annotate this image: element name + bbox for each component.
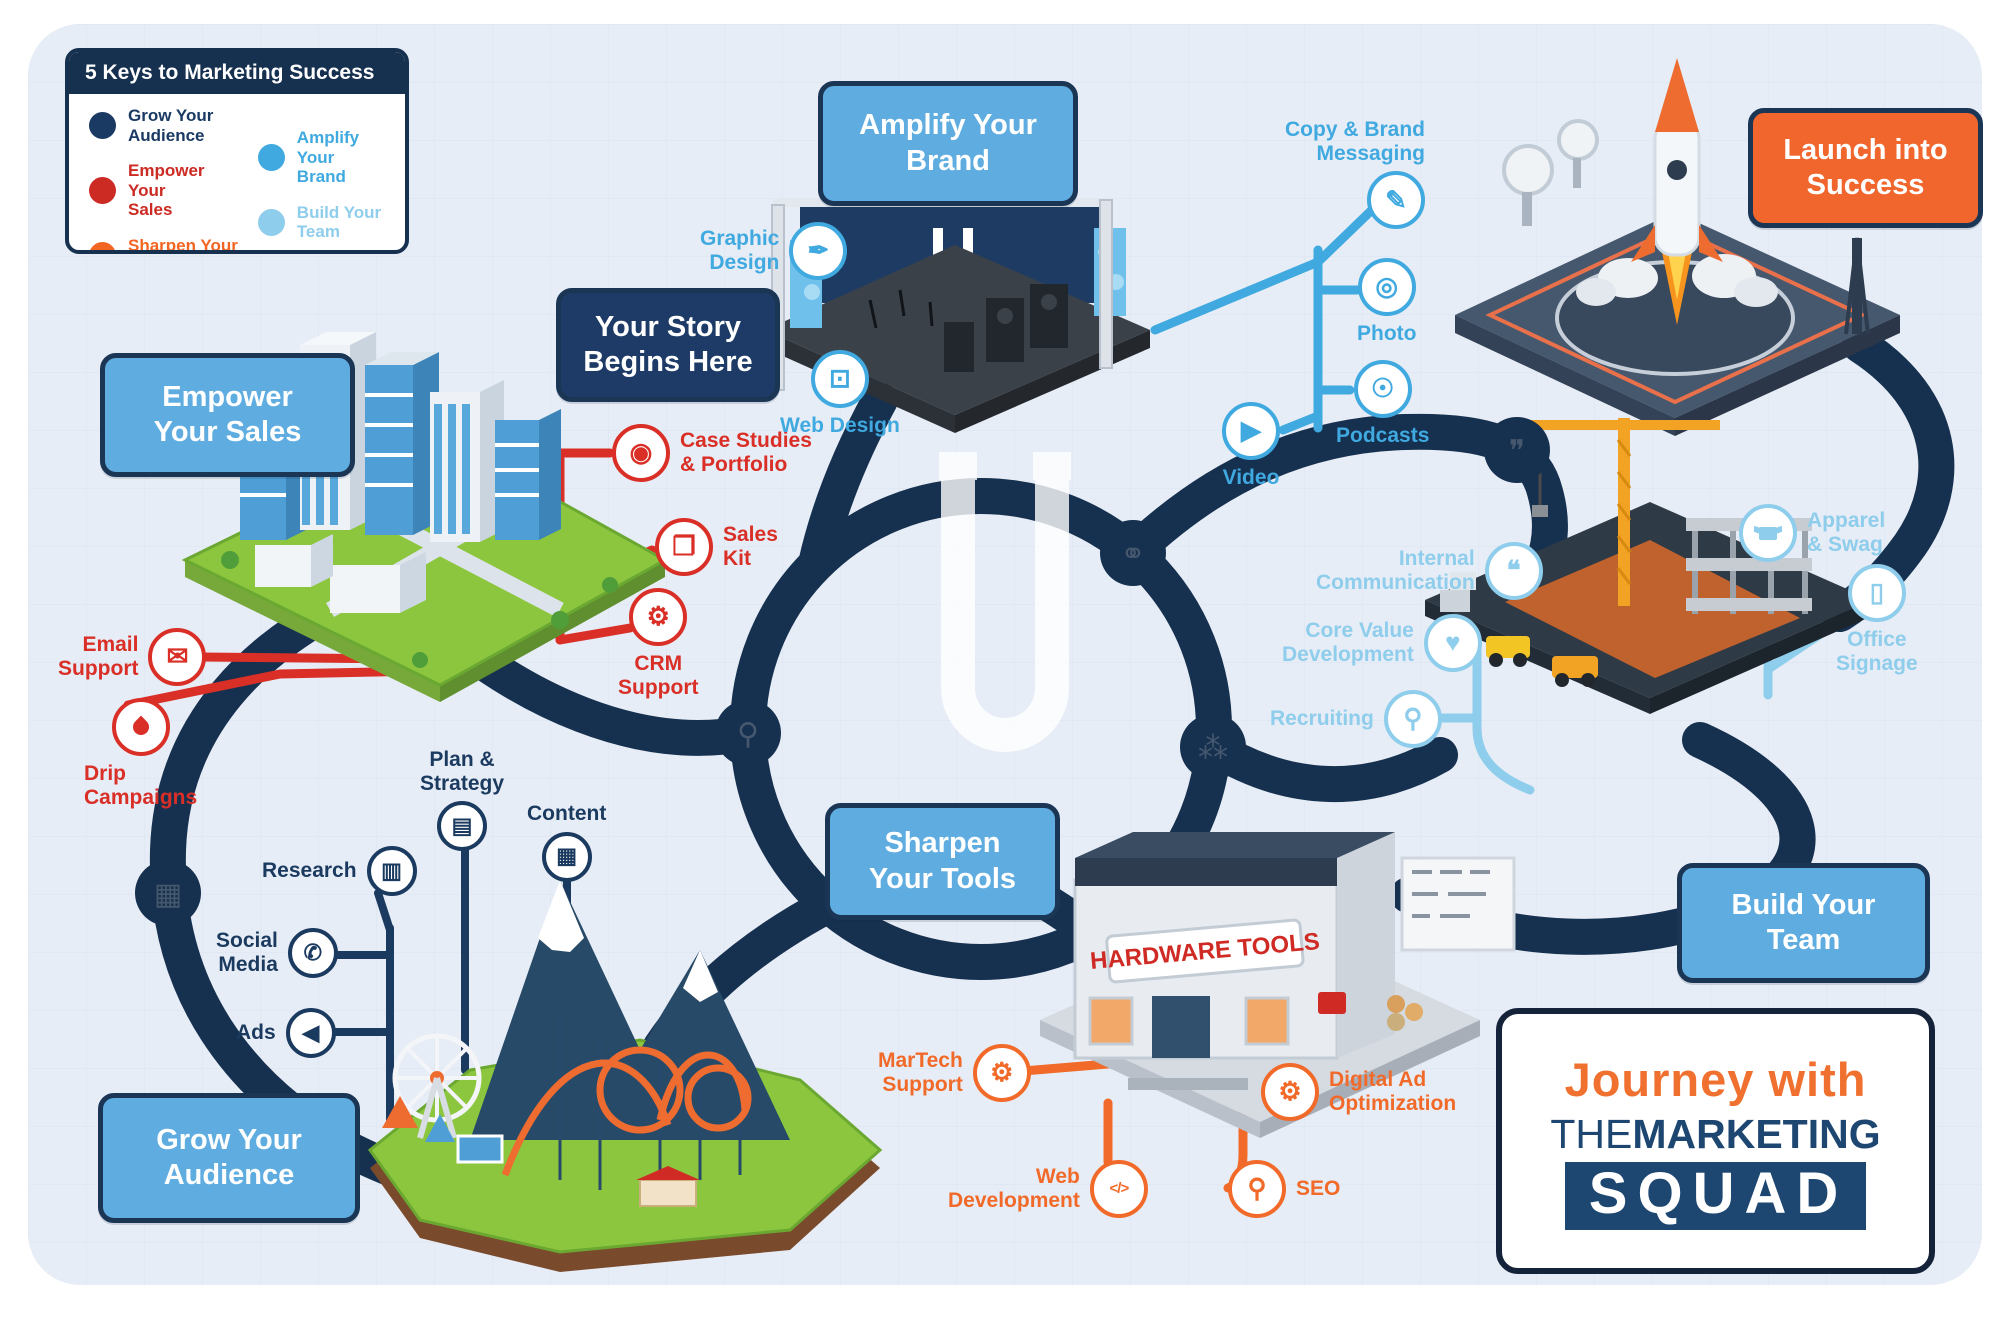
handshake-icon: ⚭: [1120, 538, 1145, 571]
logo-squad: SQUAD: [1564, 1161, 1867, 1231]
sharpen-your-tools-box: Sharpen Your Tools: [825, 803, 1060, 920]
clipboard-icon: ▤: [437, 801, 488, 852]
label-martech-support: MarTech Support ⚙: [878, 1044, 1031, 1102]
share-icon: ⁂: [1198, 732, 1228, 765]
empower-sales-dot: [89, 176, 116, 204]
code-icon: </>: [1089, 1160, 1148, 1218]
search-icon: ⚲: [737, 718, 759, 751]
shield-heart-icon: ♥: [1423, 614, 1482, 672]
label-recruiting: Recruiting ⚲: [1270, 690, 1442, 748]
label-podcasts: ☉ Podcasts: [1336, 360, 1429, 448]
label-web-development: Web Development </>: [948, 1160, 1148, 1218]
label-seo: ⚲ SEO: [1228, 1160, 1340, 1218]
speech-people-icon: ❝: [1484, 542, 1543, 600]
label-apparel-swag: Apparel & Swag: [1739, 504, 1885, 562]
megaphone-icon: ◀: [285, 1008, 336, 1058]
chat-icon: ❞: [1509, 435, 1525, 468]
tshirt-icon: [1739, 504, 1797, 562]
legend-item-amplify-brand: Amplify Your Brand: [257, 128, 395, 187]
label-copy-brand-messaging: Copy & Brand Messaging ✎: [1285, 118, 1426, 230]
launch-into-success-box: Launch into Success: [1748, 108, 1983, 228]
store-scene: HARDWARE TOOLS: [1040, 832, 1516, 1138]
amplify-brand-dot: [257, 143, 285, 171]
label-content: Content ▦: [527, 802, 606, 882]
amplify-your-brand-box: Amplify Your Brand: [818, 81, 1078, 206]
label-drip-campaigns: Drip Campaigns: [84, 698, 197, 809]
launchpad-scene: [1455, 58, 1900, 436]
legend-item-grow-audience: Grow Your Audience: [89, 106, 240, 145]
city-scene: [181, 332, 669, 702]
logo-journey-with: Journey with: [1564, 1052, 1867, 1106]
label-photo: ◎ Photo: [1357, 258, 1416, 346]
your-story-begins-here-box: Your Story Begins Here: [556, 288, 780, 402]
label-graphic-design: Graphic Design ✒: [700, 222, 848, 280]
magnet-watermark: [939, 452, 1071, 752]
legend-panel: 5 Keys to Marketing Success Grow Your Au…: [65, 48, 409, 254]
camera-icon: ◎: [1357, 258, 1416, 316]
legend-item-build-team: Build Your Team: [257, 203, 395, 242]
empower-your-sales-box: Empower Your Sales: [100, 353, 355, 477]
content-grid-icon: ▦: [541, 831, 592, 882]
park-scene: [367, 880, 883, 1272]
sharpen-tools-dot: [89, 241, 116, 250]
label-email-support: Email Support ✉: [58, 628, 207, 686]
logo-the-marketing: THEMARKETING: [1550, 1110, 1881, 1157]
person-search-icon: ⚲: [1383, 690, 1442, 748]
podcast-icon: ☉: [1353, 360, 1412, 418]
monitor-icon: ⊡: [810, 350, 869, 408]
build-your-team-box: Build Your Team: [1677, 863, 1930, 983]
pen-tool-icon: ✒: [789, 222, 848, 280]
label-video: ▶ Video: [1222, 402, 1280, 490]
marketing-squad-logo: Journey with THEMARKETING SQUAD: [1496, 1008, 1935, 1274]
grow-audience-dot: [89, 112, 116, 140]
label-sales-kit: ❐ Sales Kit: [655, 518, 778, 576]
calendar-icon: ▦: [154, 878, 182, 911]
label-web-design: ⊡ Web Design: [780, 350, 900, 438]
signage-icon: ▯: [1847, 564, 1906, 622]
label-plan-strategy: Plan & Strategy ▤: [420, 748, 504, 852]
gear-icon: ⚙: [629, 588, 688, 646]
label-research: Research ▥: [262, 846, 417, 896]
seo-magnifier-icon: ⚲: [1228, 1160, 1286, 1218]
label-social-media: Social Media ✆: [216, 928, 338, 978]
label-digital-ad-optimization: ⚙ Digital Ad Optimization: [1261, 1063, 1456, 1121]
legend-item-sharpen-tools: Sharpen Your Tools: [89, 236, 240, 250]
label-ads: Ads ◀: [236, 1008, 336, 1058]
eye-icon: ◉: [612, 424, 670, 482]
grow-your-audience-box: Grow Your Audience: [98, 1093, 360, 1223]
label-crm-support: ⚙ CRM Support: [618, 588, 698, 699]
road-nodes: ▦ ⚲ ⚭ ⁂ ❞: [135, 417, 1550, 926]
build-team-dot: [257, 208, 285, 236]
label-internal-communication: Internal Communication ❝: [1316, 542, 1543, 600]
phone-icon: ✆: [287, 928, 338, 978]
martech-gear-icon: ⚙: [972, 1044, 1031, 1102]
legend-item-empower-sales: Empower Your Sales: [89, 161, 240, 220]
droplet-icon: [111, 698, 170, 756]
video-icon: ▶: [1222, 402, 1280, 460]
legend-title: 5 Keys to Marketing Success: [69, 52, 405, 94]
envelope-icon: ✉: [148, 628, 207, 686]
label-core-value-development: Core Value Development ♥: [1282, 614, 1482, 672]
label-office-signage: ▯ Office Signage: [1836, 564, 1918, 675]
gears-icon: ⚙: [1261, 1063, 1319, 1121]
doc-search-icon: ▥: [366, 846, 417, 896]
edit-icon: ✎: [1367, 171, 1426, 230]
documents-icon: ❐: [655, 518, 713, 576]
construction-scene: [1425, 418, 1872, 714]
label-case-studies: ◉ Case Studies & Portfolio: [612, 424, 812, 482]
